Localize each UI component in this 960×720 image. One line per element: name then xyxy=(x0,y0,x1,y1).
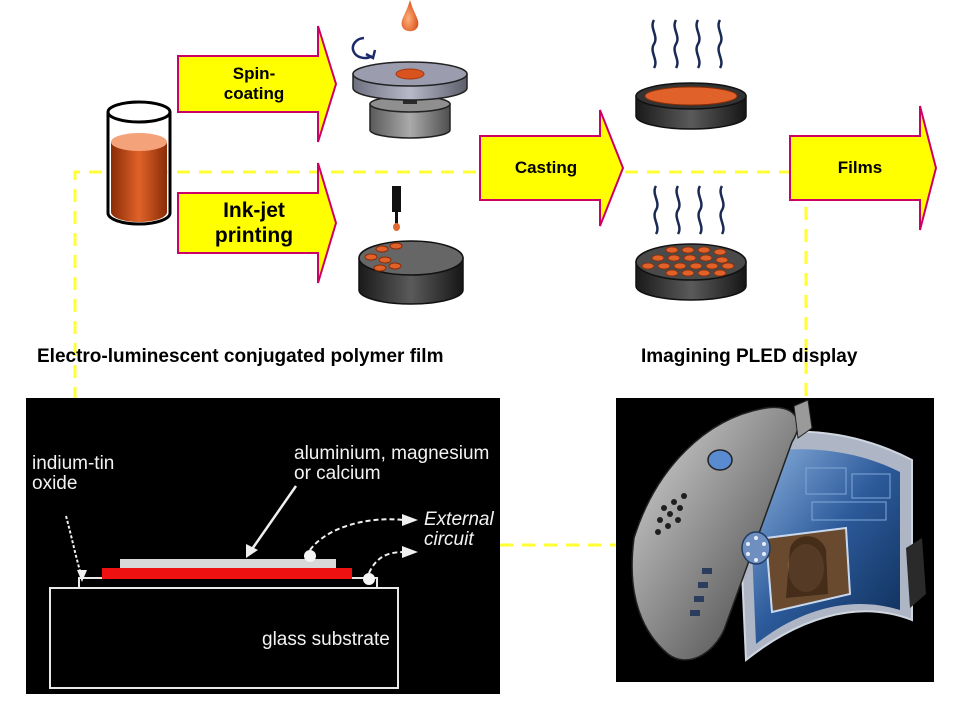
spin-coater xyxy=(351,0,468,139)
pled-display-image xyxy=(616,398,934,682)
cast-film-disk xyxy=(635,82,747,130)
polymer-film-caption: Electro-luminescent conjugated polymer f… xyxy=(37,346,444,367)
casting-arrow xyxy=(479,109,625,227)
printed-pixel-disk xyxy=(635,243,747,301)
indium-tin-oxide-label: indium-tin oxide xyxy=(32,453,115,494)
polymer-solution-beaker xyxy=(106,100,172,226)
inkjet-printing-arrow xyxy=(177,162,338,284)
device-structure-panel: indium-tin oxide aluminium, magnesium or… xyxy=(26,398,500,694)
glass-substrate-label: glass substrate xyxy=(262,629,390,650)
casting-label: Casting xyxy=(514,157,578,177)
films-arrow xyxy=(789,105,938,231)
spin-coating-arrow xyxy=(177,25,338,143)
inkjet-printer xyxy=(358,186,464,305)
films-label: Films xyxy=(837,157,883,177)
evaporation-waves-top xyxy=(651,19,723,69)
dashed-connector xyxy=(73,170,808,547)
spin-coating-label: Spin- coating xyxy=(223,63,285,103)
evaporation-waves-bottom xyxy=(653,185,725,235)
pled-display-caption: Imagining PLED display xyxy=(641,346,858,367)
flexible-phone-illustration xyxy=(631,399,926,663)
device-structure-graphic xyxy=(49,485,418,689)
metal-layer-label: aluminium, magnesium or calcium xyxy=(294,443,490,484)
external-circuit-label: External circuit xyxy=(424,509,494,550)
inkjet-printing-label: Ink-jet printing xyxy=(214,198,294,247)
